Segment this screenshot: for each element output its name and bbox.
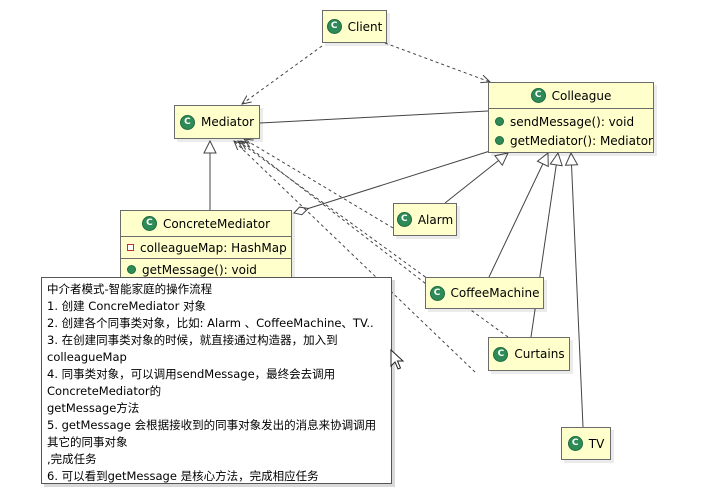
note-line: 6. 可以看到getMessage 是核心方法，完成相应任务 [47, 469, 319, 483]
public-method-icon [127, 265, 136, 274]
class-concrete-mediator-name: ConcreteMediator [162, 216, 271, 231]
note-line: 2. 创建各个同事类对象，比如: Alarm 、CoffeeMachine、TV… [47, 316, 374, 330]
edge-client-mediator [242, 45, 323, 104]
class-icon: C [396, 212, 412, 227]
class-mediator[interactable]: C Mediator [174, 105, 260, 139]
note-line: ,完成任务 [47, 452, 97, 466]
field-row: colleagueMap: HashMap [127, 238, 287, 257]
note-line: 4. 同事类对象，可以调用sendMessage，最终会去调用 [47, 367, 336, 381]
class-tv-name: TV [588, 436, 605, 451]
note-line: 中介者模式-智能家庭的操作流程 [47, 282, 213, 296]
class-colleague-name: Colleague [551, 88, 612, 103]
class-tv[interactable]: C TV [561, 427, 611, 460]
edge-tv-mediator [234, 141, 476, 373]
colleague-methods: sendMessage(): void getMediator(): Media… [489, 108, 653, 153]
class-icon: C [567, 436, 583, 451]
note-line: 5. getMessage 会根据接收到的同事对象发出的消息来协调调用 [47, 418, 377, 432]
class-icon: C [326, 19, 342, 34]
edge-tv-generalization [571, 153, 584, 428]
concrete-mediator-fields: colleagueMap: HashMap [121, 236, 291, 258]
class-client[interactable]: C Client [322, 10, 387, 43]
class-colleague[interactable]: C Colleague sendMessage(): void getMedia… [488, 82, 654, 153]
edge-alarm-generalization [444, 153, 508, 204]
note-line: 1. 创建 ConcreMediator 对象 [47, 299, 206, 313]
note-line: 其它的同事对象 [47, 435, 128, 449]
field-label: colleagueMap: HashMap [140, 240, 287, 255]
method-label: getMessage(): void [142, 262, 257, 277]
edge-alarm-mediator [244, 139, 394, 229]
method-label: sendMessage(): void [510, 114, 635, 129]
class-alarm[interactable]: C Alarm [393, 203, 457, 236]
public-method-icon [495, 117, 504, 126]
edge-coffeemachine-mediator [241, 141, 431, 288]
class-curtains[interactable]: C Curtains [488, 337, 570, 371]
class-icon: C [179, 114, 195, 130]
class-icon: C [530, 88, 546, 103]
mouse-cursor-icon [390, 349, 405, 370]
method-row: sendMessage(): void [495, 112, 647, 131]
method-row: getMessage(): void [127, 260, 285, 279]
class-alarm-name: Alarm [417, 212, 454, 227]
class-client-name: Client [347, 19, 383, 34]
class-curtains-name: Curtains [514, 347, 565, 361]
edge-client-colleague [384, 42, 490, 82]
method-row: getMediator(): Mediator [495, 131, 653, 150]
class-coffee-machine-name: CoffeeMachine [450, 286, 540, 300]
class-coffee-machine[interactable]: C CoffeeMachine [425, 277, 544, 309]
method-label: getMediator(): Mediator [510, 133, 653, 148]
concrete-mediator-methods: getMessage(): void [121, 258, 291, 280]
edge-concrete-mediator-aggregation [293, 150, 491, 216]
public-method-icon [495, 136, 504, 145]
class-icon: C [493, 346, 509, 362]
note-box[interactable]: 中介者模式-智能家庭的操作流程 1. 创建 ConcreMediator 对象 … [41, 277, 392, 484]
note-line: ConcreteMediator的 [47, 384, 162, 398]
note-line: getMessage方法 [47, 401, 140, 415]
class-icon: C [429, 285, 445, 301]
edge-mediator-colleague [259, 110, 489, 124]
note-line: colleagueMap [47, 350, 127, 364]
private-field-icon [127, 244, 134, 251]
class-mediator-name: Mediator [200, 115, 255, 129]
edge-coffeemachine-generalization [488, 153, 548, 278]
note-line: 3. 在创建同事类对象的时候，就直接通过构造器，加入到 [47, 333, 338, 347]
class-icon: C [141, 216, 157, 231]
class-concrete-mediator[interactable]: C ConcreteMediator colleagueMap: HashMap… [120, 210, 292, 280]
